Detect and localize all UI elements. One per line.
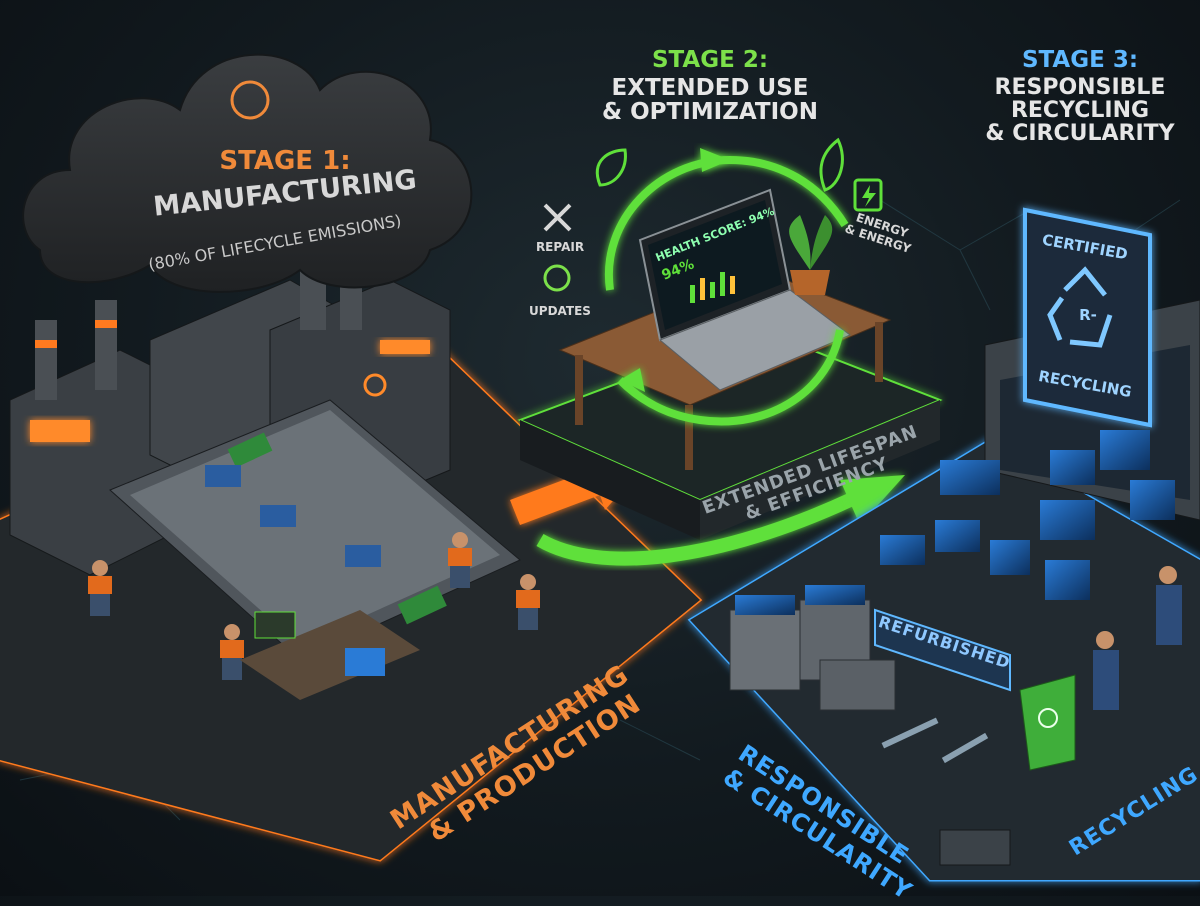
stage3-title-line2: RECYCLING: [1010, 98, 1150, 124]
energy-icon: [853, 178, 883, 212]
laptop: [638, 188, 851, 391]
arrowhead: [700, 148, 730, 172]
device-stacks: [729, 430, 1175, 711]
updates-label: UPDATES: [529, 304, 591, 318]
factory-cloud-icon: [230, 80, 270, 120]
repair-label: REPAIR: [535, 240, 585, 254]
recycle-icon: [1047, 266, 1113, 348]
updates-icon: [543, 264, 571, 292]
worker: [448, 532, 472, 588]
sign-mid: R-: [1079, 306, 1097, 324]
stage2-title-line2: & OPTIMIZATION: [602, 99, 818, 126]
laptop-on-belt: [345, 545, 381, 567]
stage3-title-line3: & CIRCULARITY: [985, 121, 1175, 147]
stage1-label: STAGE 1:: [219, 146, 351, 176]
stage2-title-line1: EXTENDED USE: [611, 75, 809, 101]
conveyor-belt: [109, 399, 521, 661]
potted-plant: [789, 215, 833, 295]
stage2-label: STAGE 2:: [651, 47, 769, 73]
stage2-title: EXTENDED USE & OPTIMIZATION: [560, 76, 860, 124]
workbench: [240, 610, 420, 700]
stage3-label: STAGE 3:: [1021, 47, 1139, 73]
laptop-on-belt: [260, 505, 296, 527]
pcb-board: [397, 585, 447, 625]
arrowhead: [620, 368, 645, 392]
refurbished-sign: [874, 608, 1011, 692]
recycling-bin: [1019, 674, 1076, 771]
worker: [516, 574, 540, 630]
stage3-title-line1: RESPONSIBLE: [994, 75, 1166, 100]
pcb-board: [227, 432, 273, 468]
use-platform: [517, 328, 943, 540]
worker: [220, 624, 244, 680]
emissions-cloud: [22, 53, 473, 293]
worker: [1093, 566, 1182, 710]
worker: [88, 560, 112, 616]
tools: [881, 717, 1011, 866]
stage3-title: RESPONSIBLE RECYCLING & CIRCULARITY: [930, 76, 1200, 145]
wrench-icon: [543, 203, 572, 232]
leaf-icon: [595, 137, 844, 192]
laptop-on-belt: [205, 465, 241, 487]
certified-sign: [1023, 207, 1152, 428]
green-flow-arrow: [536, 475, 905, 566]
health-bars: [690, 272, 735, 303]
factory-workers: [88, 532, 540, 680]
